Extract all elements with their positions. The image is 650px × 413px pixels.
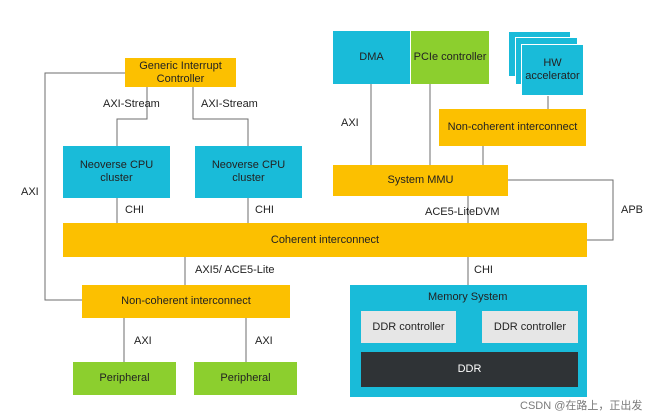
system-mmu: System MMU — [333, 165, 508, 196]
peripheral-1: Peripheral — [73, 362, 176, 395]
watermark-text: CSDN @在路上，正出发 — [520, 400, 643, 412]
axi-label-peripheral-2: AXI — [255, 335, 273, 347]
coherent-interconnect: Coherent interconnect — [63, 223, 587, 257]
ddr-controller-1: DDR controller — [361, 311, 456, 343]
pcie-controller: PCIe controller — [411, 31, 489, 84]
cpu-cluster-1: Neoverse CPU cluster — [63, 146, 170, 198]
chi-label-cpu1: CHI — [125, 204, 144, 216]
non-coherent-interconnect-top: Non-coherent interconnect — [439, 109, 586, 146]
axi-stream-label-right: AXI-Stream — [201, 98, 258, 110]
axi5-ace5-lite-label: AXI5/ ACE5-Lite — [195, 264, 275, 276]
axi-stream-label-left: AXI-Stream — [103, 98, 160, 110]
dma-block: DMA — [333, 31, 410, 84]
apb-label: APB — [621, 204, 644, 216]
chi-label-memory: CHI — [474, 264, 493, 276]
chi-label-cpu2: CHI — [255, 204, 274, 216]
hw-accelerator: HW accelerator — [521, 44, 584, 96]
peripheral-2: Peripheral — [194, 362, 297, 395]
memory-system-title: Memory System — [428, 291, 508, 303]
non-coherent-interconnect-bottom: Non-coherent interconnect — [82, 285, 290, 318]
cpu-cluster-2: Neoverse CPU cluster — [195, 146, 302, 198]
generic-interrupt-controller: Generic Interrupt Controller — [125, 58, 236, 87]
axi-label-dma: AXI — [341, 117, 359, 129]
ddr-memory: DDR — [361, 352, 578, 387]
ace5-litedvm-label: ACE5-LiteDVM — [425, 206, 500, 218]
ddr-controller-2: DDR controller — [482, 311, 578, 343]
axi-label-left: AXI — [21, 186, 39, 198]
axi-label-peripheral-1: AXI — [134, 335, 152, 347]
